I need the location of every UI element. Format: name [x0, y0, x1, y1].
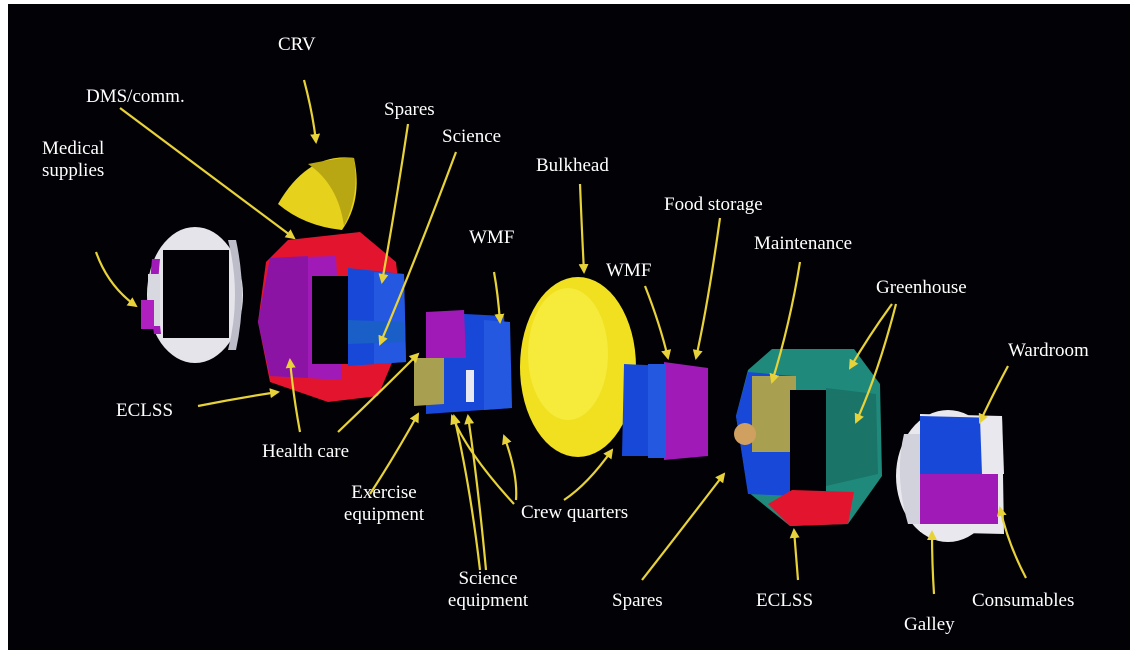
arrow-eclss-left	[198, 392, 278, 406]
label-galley: Galley	[904, 614, 955, 636]
label-consumables: Consumables	[972, 590, 1074, 612]
label-science-equipment-line1: Science	[438, 568, 538, 590]
arrow-food-storage	[696, 218, 720, 358]
arrow-spares-top	[382, 124, 408, 282]
crv-vehicle	[278, 157, 357, 230]
label-medical-supplies-line2: supplies	[42, 160, 104, 182]
label-science: Science	[442, 126, 501, 148]
maintenance-greenhouse-module	[734, 349, 882, 526]
label-greenhouse: Greenhouse	[876, 277, 967, 299]
diagram-stage: CRV DMS/comm. Spares Science Medical sup…	[8, 4, 1130, 650]
label-wmf-left: WMF	[469, 227, 514, 249]
label-wmf-right: WMF	[606, 260, 651, 282]
arrow-wardroom	[980, 366, 1008, 422]
arrow-crew-quarters-2	[504, 436, 516, 500]
label-spares-top: Spares	[384, 99, 435, 121]
middle-rack-module	[414, 310, 512, 414]
arrow-bulkhead	[580, 184, 584, 272]
arrow-eclss-right	[794, 530, 798, 580]
arrow-dms-comm	[120, 108, 294, 238]
label-health-care: Health care	[262, 441, 349, 463]
arrow-consumables	[1000, 508, 1026, 578]
label-crv: CRV	[278, 34, 316, 56]
arrow-crew-quarters-3	[564, 450, 612, 500]
arrow-galley	[932, 532, 934, 594]
food-storage-module	[622, 362, 708, 460]
arrow-science-equipment-1	[454, 416, 480, 570]
label-crew-quarters: Crew quarters	[521, 502, 628, 524]
arrow-spares-bottom	[642, 474, 724, 580]
label-science-equipment-line2: equipment	[438, 590, 538, 612]
label-maintenance: Maintenance	[754, 233, 852, 255]
label-bulkhead: Bulkhead	[536, 155, 609, 177]
label-exercise-equipment-line1: Exercise	[334, 482, 434, 504]
arrow-wmf-right	[645, 286, 668, 358]
arrow-crv	[304, 80, 316, 142]
label-medical-supplies-line1: Medical	[42, 138, 104, 160]
label-spares-bottom: Spares	[612, 590, 663, 612]
bulkhead-highlight	[528, 288, 608, 420]
label-exercise-equipment-line2: equipment	[334, 504, 434, 526]
arrow-wmf-left	[494, 272, 500, 322]
arrow-greenhouse-1	[850, 304, 892, 368]
label-eclss-right: ECLSS	[756, 590, 813, 612]
medical-supplies-module	[141, 227, 243, 363]
label-wardroom: Wardroom	[1008, 340, 1089, 362]
wardroom-galley-module	[896, 410, 1004, 542]
dms-comm-module	[258, 232, 406, 402]
label-eclss-left: ECLSS	[116, 400, 173, 422]
arrow-crew-quarters-1	[452, 416, 514, 504]
arrow-medical-supplies	[96, 252, 136, 306]
label-dms-comm: DMS/comm.	[86, 86, 185, 108]
label-food-storage: Food storage	[664, 194, 763, 216]
